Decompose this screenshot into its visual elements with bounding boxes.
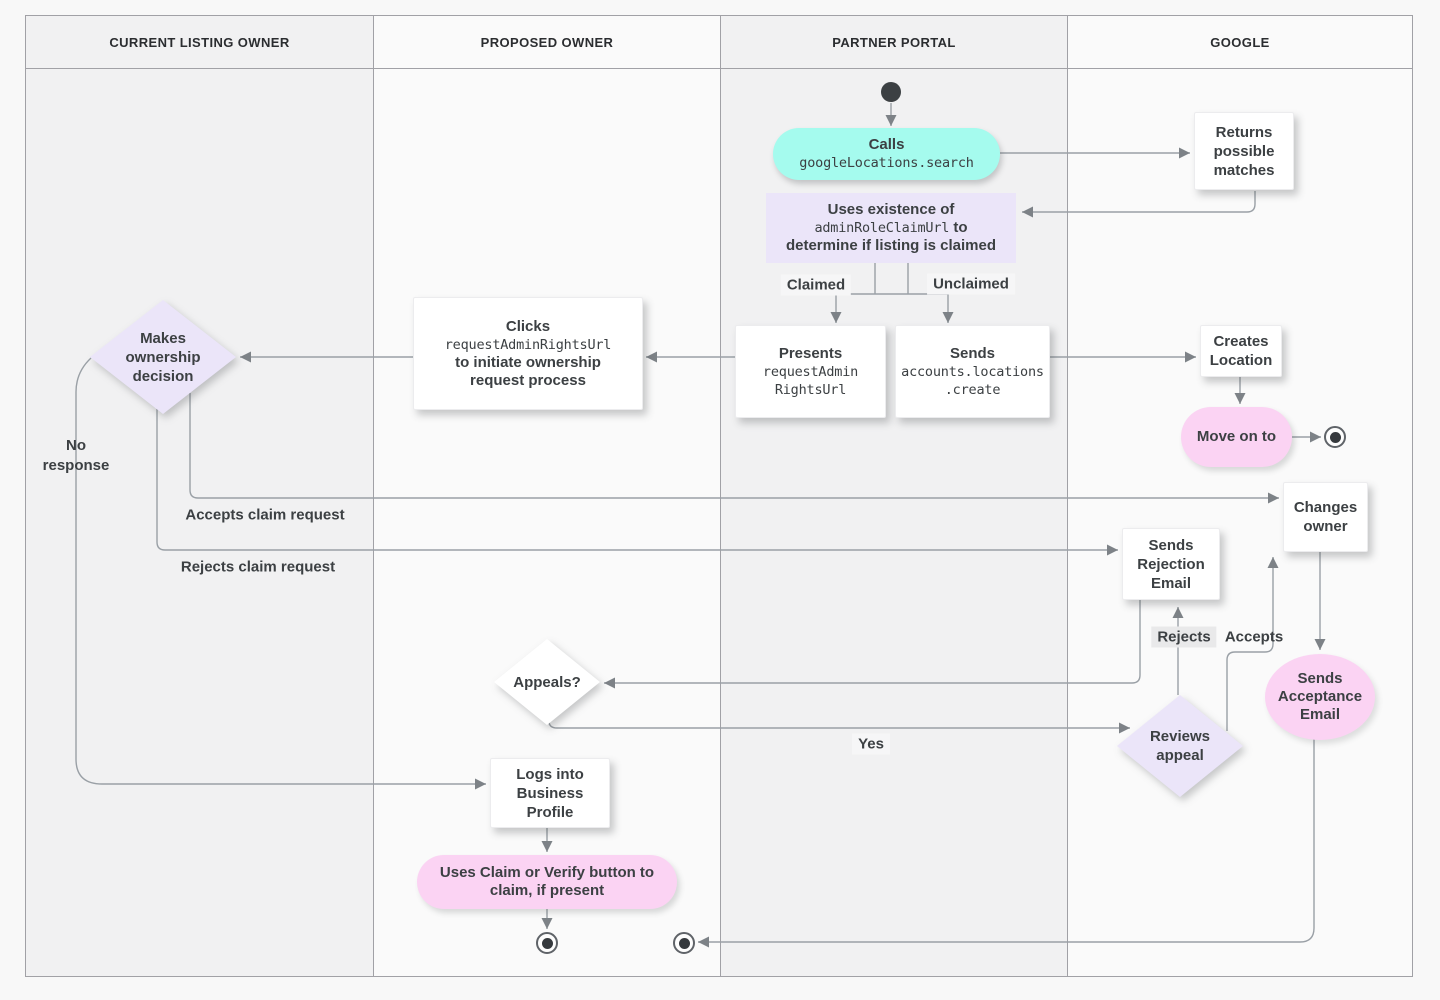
node-label: Calls (868, 136, 905, 153)
start-node (881, 82, 901, 102)
node-presents-request-admin-rights-url: Presents requestAdmin RightsUrl (735, 325, 886, 418)
node-line1: Uses existence of (827, 201, 955, 218)
edge-label-rejects: Rejects (1151, 626, 1217, 648)
node-line1: Clicks (505, 317, 551, 335)
edge-label-unclaimed: Unclaimed (927, 273, 1015, 295)
node-label: Sends Rejection Email (1137, 536, 1205, 592)
edge-label-no-response: No response (42, 437, 110, 474)
edge-label-yes: Yes (852, 733, 890, 755)
lane-current-listing-owner: CURRENT LISTING OWNER (26, 16, 373, 976)
edge-label-accepts: Accepts (1224, 628, 1284, 646)
edge-label-accepts-claim-request: Accepts claim request (185, 506, 345, 524)
decision-label: Appeals? (513, 673, 581, 691)
node-line2: adminRoleClaimUrl to (814, 219, 967, 237)
node-code-line2: RightsUrl (774, 381, 847, 398)
lane-header-google: GOOGLE (1068, 16, 1412, 69)
node-changes-owner: Changes owner (1283, 482, 1368, 552)
end-node-dot (678, 937, 690, 949)
decision-label: Reviews appeal (1149, 728, 1211, 764)
edge-label-claimed: Claimed (780, 274, 852, 296)
edge-rejects-claim (156, 409, 1118, 556)
edge-reviews-accepts (1226, 557, 1279, 731)
end-node-claim-flow (536, 932, 558, 954)
lane-header-partner-portal: PARTNER PORTAL (721, 16, 1067, 69)
edge-acceptance-to-end2 (698, 739, 1315, 948)
node-code-line1: requestAdmin (762, 363, 859, 380)
edge-accepts-claim (189, 393, 1279, 504)
node-label: Logs into Business Profile (516, 765, 584, 821)
edge-label-rejects-claim-request: Rejects claim request (180, 558, 336, 576)
node-label: Sends Acceptance Email (1277, 670, 1363, 723)
node-code: requestAdminRightsUrl (444, 336, 612, 353)
decision-reviews-appeal: Reviews appeal (1117, 695, 1243, 797)
node-code-line1: accounts.locations (901, 363, 1044, 380)
node-calls-google-locations-search: Calls googleLocations.search (773, 128, 1000, 180)
node-code: googleLocations.search (799, 155, 974, 171)
node-clicks-request-admin-rights-url: Clicks requestAdminRightsUrl to initiate… (413, 297, 643, 410)
node-creates-location: Creates Location (1200, 325, 1282, 377)
node-move-on-to: Move on to (1181, 407, 1292, 467)
node-uses-existence-admin-role-claim-url: Uses existence of adminRoleClaimUrl to d… (766, 193, 1016, 263)
edge-returns-to-uses (1022, 191, 1256, 218)
end-node-acceptance-flow (673, 932, 695, 954)
node-label: Presents (778, 344, 843, 362)
node-label: Uses Claim or Verify button to claim, if… (439, 864, 655, 899)
decision-makes-ownership-decision: Makes ownership decision (90, 300, 236, 414)
node-logs-into-business-profile: Logs into Business Profile (490, 758, 610, 828)
end-node-dot (541, 937, 553, 949)
lane-header-current-listing-owner: CURRENT LISTING OWNER (26, 16, 373, 69)
lane-header-proposed-owner: PROPOSED OWNER (374, 16, 720, 69)
end-node-create-flow (1324, 426, 1346, 448)
node-sends-acceptance-email: Sends Acceptance Email (1265, 654, 1375, 740)
edge-appeals-yes-to-reviews (548, 718, 1130, 734)
edge-rejection-to-appeals (604, 600, 1141, 689)
node-sends-accounts-locations-create: Sends accounts.locations .create (895, 325, 1050, 418)
node-returns-possible-matches: Returns possible matches (1194, 112, 1294, 190)
edge-no-response (75, 357, 486, 790)
node-uses-claim-or-verify-button: Uses Claim or Verify button to claim, if… (417, 855, 677, 909)
node-code: adminRoleClaimUrl (814, 220, 950, 236)
node-label: Sends (949, 344, 995, 362)
node-label: Creates Location (1209, 333, 1273, 369)
node-label: Changes owner (1293, 499, 1358, 535)
node-line3: determine if listing is claimed (785, 237, 997, 254)
node-code-line2: .create (944, 381, 1001, 398)
node-label: Move on to (1196, 428, 1277, 445)
node-line2-rest: to (953, 219, 968, 236)
node-line4: request process (470, 371, 586, 389)
end-node-dot (1329, 431, 1341, 443)
decision-label: Makes ownership decision (125, 329, 201, 385)
node-line3: to initiate ownership (455, 353, 601, 371)
decision-appeals: Appeals? (494, 639, 600, 725)
node-sends-rejection-email: Sends Rejection Email (1122, 528, 1220, 600)
node-label: Returns possible matches (1213, 123, 1275, 179)
